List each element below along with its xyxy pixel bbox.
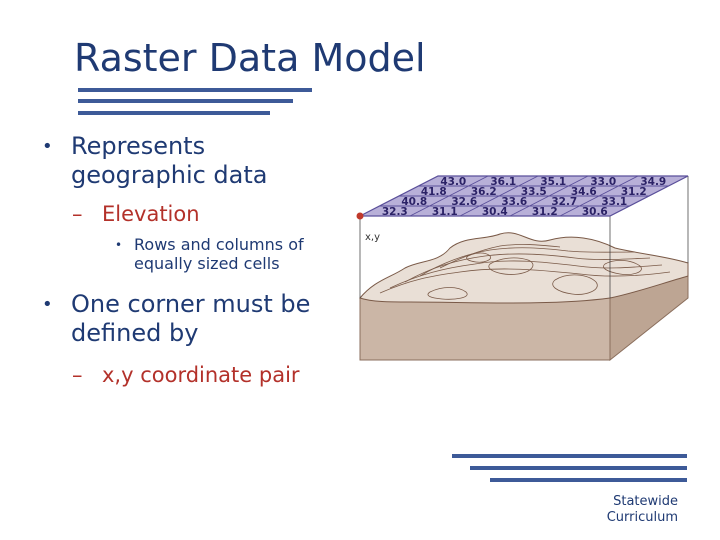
grid-cell-value: 33.1 [601, 196, 627, 208]
raster-figure-svg: 43.0 36.1 35.1 33.0 34.9 41.8 36.2 33.5 34.6 31.2… [356, 175, 689, 362]
grid-cell-value: 41.8 [421, 186, 447, 198]
bullet-text: x,y coordinate pair [102, 363, 300, 387]
grid-cell-value: 30.6 [582, 206, 608, 218]
footer-line-2: Curriculum [606, 510, 678, 526]
footer-rule-2 [470, 466, 687, 470]
footer-line-1: Statewide [613, 494, 678, 509]
footer-rule-1 [452, 454, 687, 458]
projection-lines [359, 176, 689, 298]
grid-cell-value: 31.2 [532, 206, 558, 218]
grid-cell-value: 34.6 [571, 186, 597, 198]
bullet-dash-icon: – [72, 202, 83, 226]
grid-cell-value: 43.0 [440, 176, 466, 188]
grid-cell-value: 40.8 [401, 196, 427, 208]
title-rule-2 [78, 99, 293, 103]
bullet-represents: • Represents geographic data [42, 132, 342, 190]
grid-cell-value: 36.2 [471, 186, 497, 198]
contour-lines [379, 244, 671, 300]
elevation-grid: 43.0 36.1 35.1 33.0 34.9 41.8 36.2 33.5 34.6 31.2… [359, 175, 689, 218]
bullet-rows-columns: • Rows and columns of equally sized cell… [115, 235, 355, 273]
grid-cell-value: 31.1 [432, 206, 458, 218]
grid-cell-value: 34.9 [640, 176, 666, 188]
grid-cell-value: 32.3 [382, 206, 408, 218]
grid-cell-value: 33.5 [521, 186, 547, 198]
raster-figure: 43.0 36.1 35.1 33.0 34.9 41.8 36.2 33.5 34.6 31.2… [350, 168, 710, 368]
footer-rule-3 [490, 478, 687, 482]
slide-title: Raster Data Model [74, 36, 426, 80]
grid-cell-value: 30.4 [482, 206, 508, 218]
bullet-text: Elevation [102, 202, 200, 226]
bullet-elevation: – Elevation [72, 202, 352, 227]
grid-values: 43.0 36.1 35.1 33.0 34.9 41.8 36.2 33.5 34.6 31.2… [382, 176, 666, 218]
terrain-front-face [359, 297, 611, 361]
bullet-text: One corner must be defined by [71, 290, 311, 347]
terrain-top-surface [359, 232, 689, 304]
title-rule-3 [78, 111, 270, 115]
bullet-dash-icon: – [72, 363, 83, 387]
grid-cell-value: 31.2 [621, 186, 647, 198]
grid-cell-value: 36.1 [490, 176, 516, 188]
title-rule-1 [78, 88, 312, 92]
footer-statewide-curriculum: Statewide Curriculum [538, 494, 678, 527]
bullet-dot-icon: • [42, 136, 53, 157]
corner-label: x,y [365, 232, 380, 243]
bullet-text: Represents geographic data [71, 132, 268, 189]
grid-cell-value: 35.1 [540, 176, 566, 188]
grid-cell-value: 33.6 [501, 196, 527, 208]
grid-lines [379, 175, 669, 217]
grid-cell-value: 32.7 [551, 196, 577, 208]
terrain-block [359, 232, 689, 362]
grid-cell-value: 32.6 [451, 196, 477, 208]
corner-point [356, 212, 364, 220]
grid-cell-value: 33.0 [590, 176, 616, 188]
bullet-one-corner: • One corner must be defined by [42, 290, 352, 348]
bullet-coordinate-pair: – x,y coordinate pair [72, 363, 402, 388]
bullet-dot-icon: • [42, 294, 53, 315]
bullet-dot-icon: • [115, 238, 123, 252]
bullet-text: Rows and columns of equally sized cells [134, 235, 304, 274]
